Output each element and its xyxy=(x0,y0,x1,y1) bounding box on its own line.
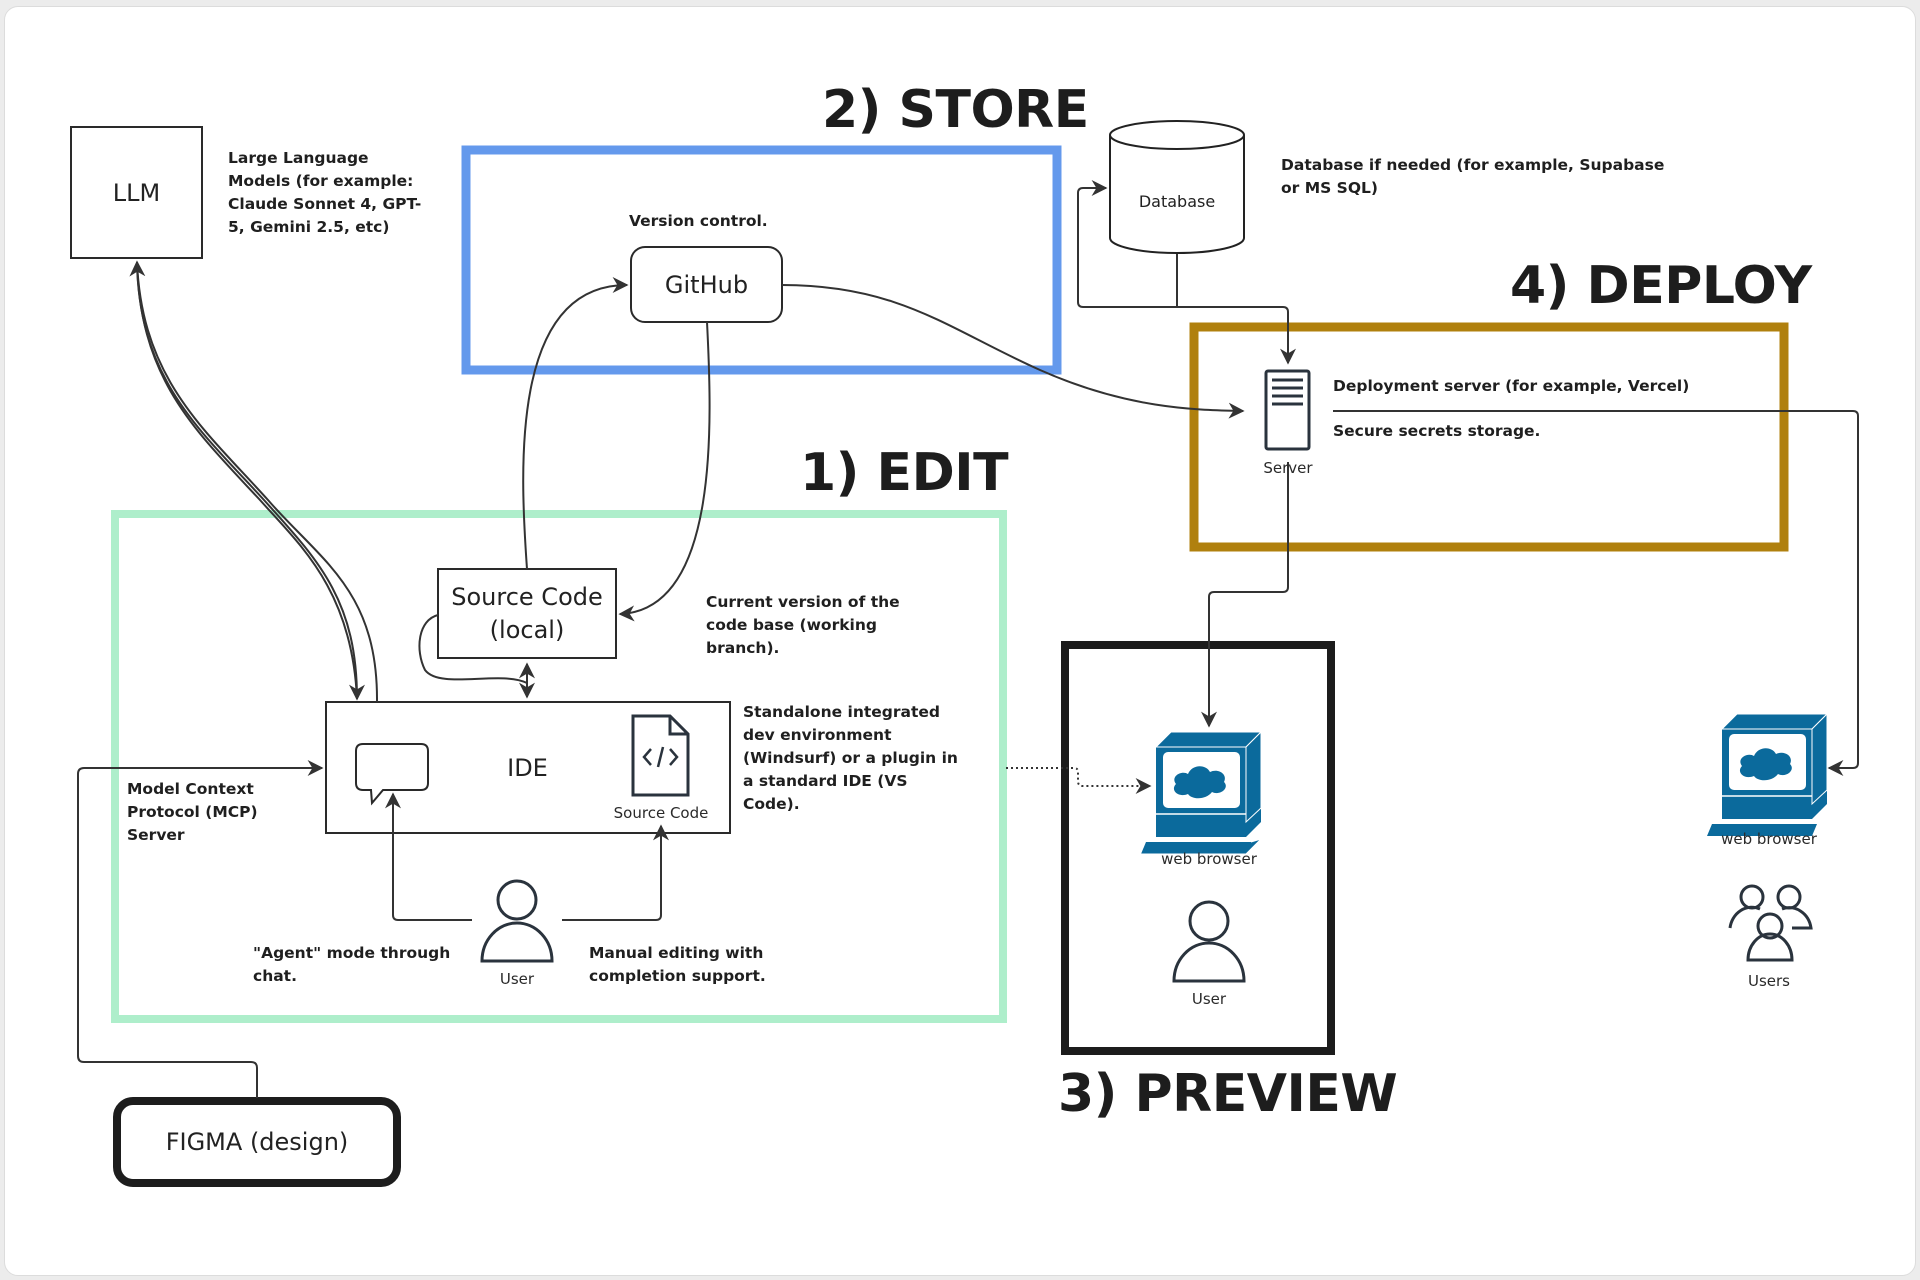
source-local-label-line1: Source Code xyxy=(451,582,603,611)
deploy-frame xyxy=(1189,322,1789,552)
code-file-label: Source Code xyxy=(613,804,709,822)
store-frame xyxy=(461,145,1062,375)
user-to-chat-connector xyxy=(385,792,472,921)
database-server-connector xyxy=(1176,254,1296,365)
figma-label: FIGMA (design) xyxy=(165,1128,349,1156)
ide-note: Standalone integrated dev environment (W… xyxy=(743,703,958,813)
database-note: Database if needed (for example, Supabas… xyxy=(1281,156,1665,197)
edit-user-icon[interactable] xyxy=(480,879,554,963)
production-browser-label: web browser xyxy=(1721,830,1817,848)
agent-mode-note: "Agent" mode through chat. xyxy=(253,944,451,985)
server-to-preview-connector xyxy=(1201,462,1289,728)
heading-edit: 1) EDIT xyxy=(800,443,1009,503)
edit-frame xyxy=(111,510,1007,1023)
mcp-note: Model Context Protocol (MCP) Server xyxy=(127,780,258,844)
server-icon[interactable] xyxy=(1264,369,1311,451)
source-local-box[interactable] xyxy=(437,568,617,659)
llm-note: Large Language Models (for example: Clau… xyxy=(228,149,422,236)
preview-user-label: User xyxy=(1191,990,1227,1008)
llm-box[interactable] xyxy=(70,126,203,259)
preview-user-icon[interactable] xyxy=(1172,900,1246,983)
figma-to-ide-connector xyxy=(77,760,324,1098)
database-cylinder[interactable] xyxy=(1109,120,1245,254)
manual-editing-note: Manual editing with completion support. xyxy=(589,944,766,985)
ide-label: IDE xyxy=(507,753,548,782)
source-local-label: Source Code (local) xyxy=(438,569,616,658)
source-to-github-connector xyxy=(522,277,629,570)
server-label: Server xyxy=(1263,459,1313,477)
preview-browser-label: web browser xyxy=(1161,850,1257,868)
heading-preview: 3) PREVIEW xyxy=(1058,1064,1398,1124)
preview-browser-icon[interactable] xyxy=(1141,730,1263,855)
server-note-secondary: Secure secrets storage. xyxy=(1333,422,1541,440)
users-label: Users xyxy=(1747,972,1790,990)
ide-to-preview-connector xyxy=(1006,767,1152,794)
heading-deploy: 4) DEPLOY xyxy=(1510,256,1812,316)
diagram-canvas xyxy=(4,6,1916,1276)
production-browser-icon[interactable] xyxy=(1707,712,1829,836)
llm-label: LLM xyxy=(112,178,161,207)
preview-frame xyxy=(1061,641,1335,1055)
database-label: Database xyxy=(1138,191,1216,211)
code-file-icon[interactable] xyxy=(631,714,690,797)
server-note-primary: Deployment server (for example, Vercel) xyxy=(1333,377,1690,395)
heading-store: 2) STORE xyxy=(822,80,1089,140)
github-to-server-connector xyxy=(781,284,1245,419)
source-local-note: Current version of the code base (workin… xyxy=(706,593,900,657)
figma-box[interactable] xyxy=(113,1097,401,1187)
user-to-file-connector xyxy=(562,824,669,921)
chat-icon[interactable] xyxy=(355,743,429,806)
edit-user-label: User xyxy=(499,970,535,988)
users-group-icon[interactable] xyxy=(1728,884,1813,962)
github-label: GitHub xyxy=(664,270,749,299)
source-local-label-line2: (local) xyxy=(489,615,565,644)
ide-from-llm-connector xyxy=(136,261,379,703)
server-to-production-connector xyxy=(1333,410,1859,776)
github-to-source-connector xyxy=(618,321,711,622)
github-note: Version control. xyxy=(629,212,768,230)
